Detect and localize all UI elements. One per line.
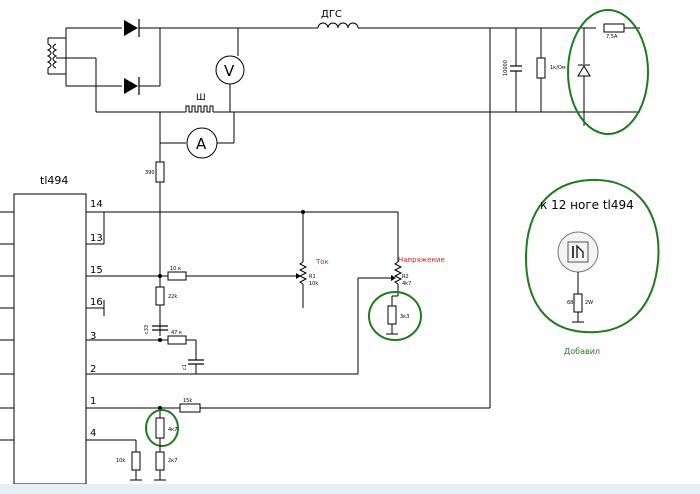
resistor-47k [167, 335, 187, 345]
r2-value: 4k7 [402, 281, 411, 287]
capacitor-pin3 [152, 325, 168, 331]
zener-diode [577, 64, 591, 77]
shunt-label: Ш [196, 93, 206, 103]
c2-label: c1 [182, 364, 188, 370]
label-tok: Ток [315, 258, 329, 266]
fuse-value: 7,5A [606, 34, 618, 40]
highlight-r3k3 [368, 291, 422, 341]
resistor-10k-pin4 [131, 451, 141, 471]
r47k-label: 47 к [171, 330, 182, 336]
diode-lower [66, 28, 161, 95]
r2-label: R2 [402, 274, 409, 280]
pin-label-16: 16 [90, 297, 103, 308]
cap-value: 10000 [503, 60, 509, 76]
pin-label-15: 15 [90, 265, 103, 276]
r390-label: 390 [145, 170, 155, 176]
ammeter-symbol: A [196, 135, 207, 153]
pin-label-14: 14 [90, 199, 103, 210]
r2w-label: 2W [585, 300, 593, 306]
output-capacitor [510, 65, 522, 72]
note-added: Добавил [564, 347, 600, 356]
ammeter: A [186, 127, 218, 159]
resistor-15k [179, 403, 201, 413]
r22k-label: 22k [168, 294, 177, 300]
diode-upper [66, 19, 238, 37]
r3k3-label: 3к3 [400, 314, 409, 320]
r15k-label: 15k [183, 398, 192, 404]
resistor-390 [155, 161, 165, 183]
label-napryazhenie: Напряжение [398, 256, 445, 264]
c3-label: c33 [144, 325, 150, 334]
transformer [46, 28, 97, 112]
load-resistor [536, 57, 546, 79]
highlight-pin12-note [524, 178, 660, 334]
pin-label-3: 3 [90, 331, 96, 342]
choke-inductor [317, 22, 359, 29]
fuse [603, 23, 625, 33]
note-title: к 12 ноге tl494 [540, 198, 634, 212]
r2k7-label: 2к7 [168, 458, 177, 464]
r1-label: R1 [309, 274, 316, 280]
r4k7-label: 4к7 [168, 427, 177, 433]
potentiometer-r1 [296, 261, 308, 285]
resistor-68 [573, 293, 583, 313]
r1-value: 10k [309, 281, 318, 287]
r68-label: 68 [567, 300, 573, 306]
pin-label-1: 1 [90, 396, 96, 407]
resistor-22k [155, 286, 165, 306]
capacitor-pin2 [188, 359, 204, 365]
potentiometer-r2 [391, 261, 403, 285]
r10k15-label: 10 к [170, 266, 181, 272]
chip-name: tl494 [40, 174, 68, 187]
voltmeter: V [215, 55, 245, 85]
shunt-resistor [185, 105, 214, 113]
chip-tl494: tl494 [0, 174, 87, 485]
bottom-bar [0, 484, 700, 494]
resistor-2k7 [155, 451, 165, 471]
voltmeter-symbol: V [224, 62, 235, 80]
pin-label-4: 4 [90, 428, 96, 439]
resistor-3k3 [387, 305, 397, 325]
r10k-b-label: 10k [116, 458, 125, 464]
pin-label-13: 13 [90, 233, 103, 244]
fan-motor [557, 231, 599, 273]
load-value: 1к/Ом [550, 65, 566, 71]
choke-label: ДГС [321, 9, 342, 20]
resistor-10k-pin15 [167, 271, 187, 281]
highlight-output [567, 9, 649, 135]
highlight-r4k7 [145, 409, 179, 447]
resistor-4k7 [155, 417, 165, 439]
pin-label-2: 2 [90, 364, 96, 375]
